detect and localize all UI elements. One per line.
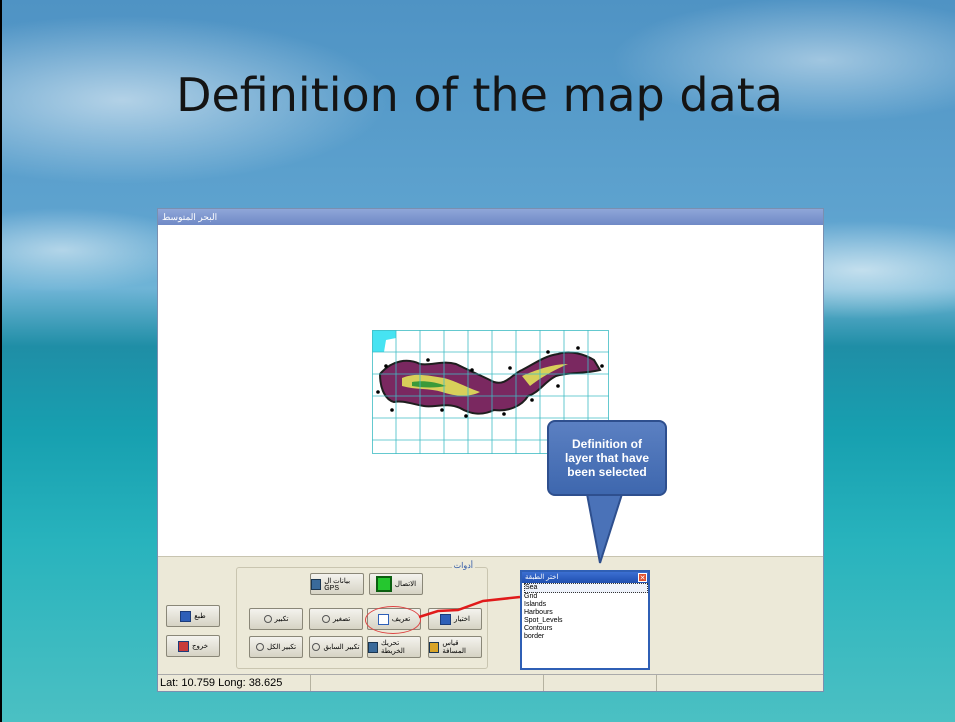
red-arrow: [418, 593, 528, 619]
exit-button[interactable]: خروج: [166, 635, 220, 657]
layer-item[interactable]: Harbours: [524, 609, 553, 616]
pan-button-label: تحريك الخريطة: [380, 640, 405, 655]
status-cell-empty: [311, 675, 544, 691]
callout-box: Definition of layer that have been selec…: [547, 420, 667, 496]
app-window: البحر المتوسط: [157, 208, 824, 692]
define-highlight-oval: [365, 606, 421, 634]
full-zoom-icon: [255, 643, 264, 651]
select-button[interactable]: اختيار: [428, 608, 482, 630]
connect-icon: [375, 576, 392, 592]
layer-item[interactable]: border: [524, 633, 545, 640]
coords-readout: Lat: 10.759 Long: 38.625: [158, 675, 311, 691]
map-grid: [372, 330, 609, 454]
measure-icon: [429, 641, 440, 653]
layer-window-titlebar[interactable]: اختر الطبقة ✕: [522, 572, 648, 583]
prev-zoom-button-label: تكبير السابق: [323, 644, 360, 651]
layer-item[interactable]: Contours: [524, 625, 553, 632]
prev-zoom-button[interactable]: تكبير السابق: [309, 636, 363, 658]
layer-item[interactable]: Islands: [524, 601, 547, 608]
print-button[interactable]: طبع: [166, 605, 220, 627]
zoom-out-icon: [321, 615, 330, 623]
full-zoom-button[interactable]: تكبير الكل: [249, 636, 303, 658]
gps-button[interactable]: بيانات ال GPS: [310, 573, 364, 595]
exit-icon: [177, 640, 189, 652]
callout-line-3: been selected: [567, 465, 647, 479]
prev-zoom-icon: [312, 643, 321, 651]
print-icon: [180, 610, 192, 622]
tools-group-label: أدوات: [451, 561, 475, 570]
measure-button-label: قياس المسافة: [442, 640, 466, 655]
layer-list: Sea Grid Islands Harbours Spot_Levels Co…: [522, 583, 648, 641]
slide-title: Definition of the map data: [176, 68, 783, 122]
callout-line-1: Definition of: [572, 437, 642, 451]
callout-line-2: layer that have: [564, 451, 650, 465]
zoom-in-icon: [263, 615, 272, 623]
map-water-shape: [372, 330, 396, 352]
layer-item[interactable]: Spot_Levels: [524, 617, 563, 624]
map-graphic: [372, 330, 609, 454]
layer-item[interactable]: Sea: [524, 583, 648, 593]
pan-icon: [368, 641, 378, 653]
select-button-label: اختيار: [453, 616, 470, 623]
status-cell-empty: [544, 675, 657, 691]
zoom-in-button[interactable]: تكبير: [249, 608, 303, 630]
zoom-in-button-label: تكبير: [274, 616, 289, 623]
map-deep-zone: [412, 381, 446, 388]
full-zoom-button-label: تكبير الكل: [266, 644, 297, 651]
layer-window[interactable]: اختر الطبقة ✕ Sea Grid Islands Harbours …: [520, 570, 650, 670]
zoom-out-button[interactable]: تصغير: [309, 608, 363, 630]
gps-button-label: بيانات ال GPS: [324, 577, 351, 592]
select-icon: [439, 613, 451, 625]
map-spot-points: [376, 346, 604, 418]
layer-item[interactable]: Grid: [524, 593, 538, 600]
connect-button-label: الاتصال: [394, 581, 417, 588]
measure-button[interactable]: قياس المسافة: [428, 636, 482, 658]
close-icon[interactable]: ✕: [638, 573, 647, 582]
gps-icon: [311, 578, 322, 590]
zoom-out-button-label: تصغير: [332, 616, 351, 623]
print-button-label: طبع: [194, 613, 206, 620]
exit-button-label: خروج: [191, 643, 209, 650]
tools-panel: أدوات بيانات ال GPS الاتصال طبع تكبير: [158, 556, 823, 677]
connect-button[interactable]: الاتصال: [369, 573, 423, 595]
pan-button[interactable]: تحريك الخريطة: [367, 636, 421, 658]
status-bar: Lat: 10.759 Long: 38.625: [158, 674, 823, 691]
app-titlebar[interactable]: البحر المتوسط: [158, 209, 823, 225]
tools-group: أدوات: [236, 561, 488, 669]
map-shallow-zone-east: [522, 364, 568, 386]
map-canvas[interactable]: [158, 226, 823, 556]
layer-window-title: اختر الطبقة: [525, 574, 559, 581]
